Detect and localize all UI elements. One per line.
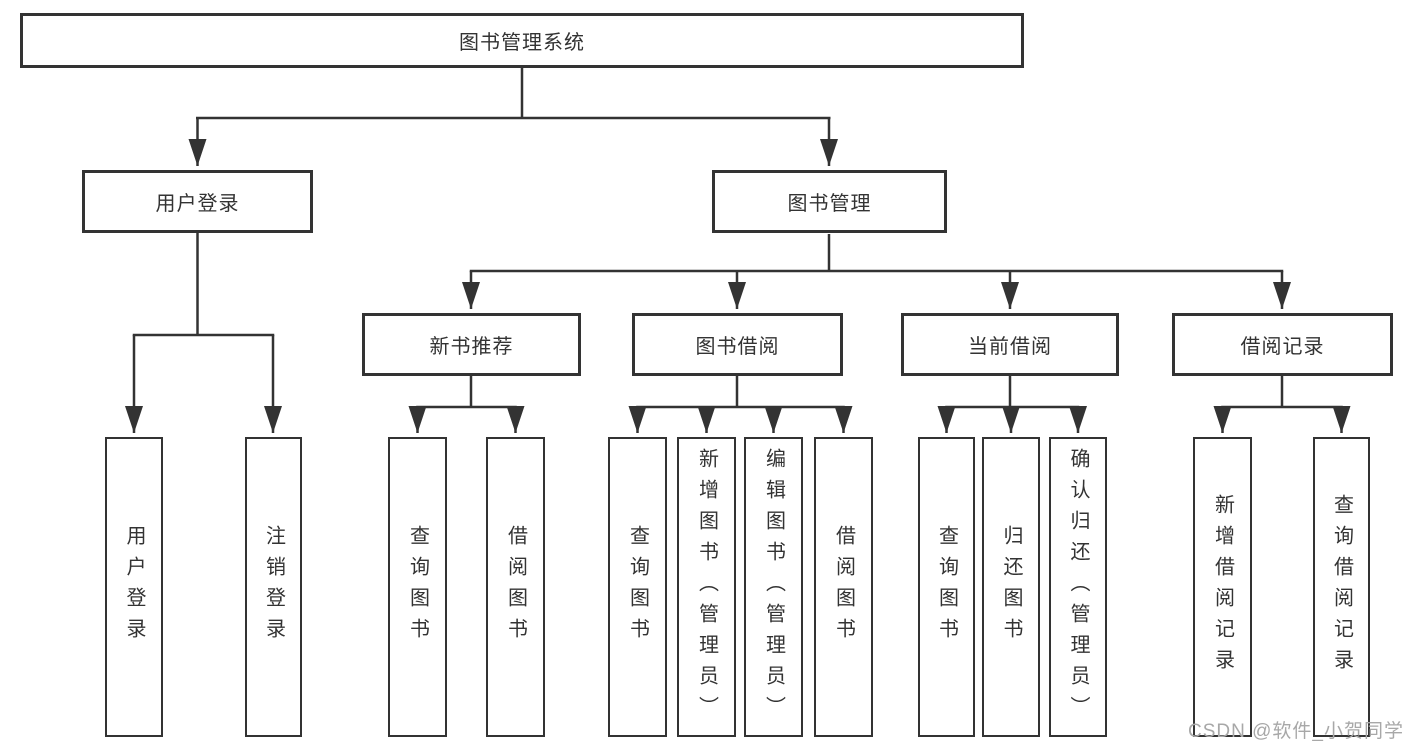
leaf-query-books-2: 查询图书	[608, 437, 667, 737]
leaf-query-books-3-label: 查询图书	[935, 525, 958, 649]
node-new-book-recommendation-label: 新书推荐	[429, 336, 514, 358]
leaf-user-login: 用户登录	[105, 437, 163, 737]
leaf-return-books: 归还图书	[982, 437, 1040, 737]
leaf-borrow-books-2: 借阅图书	[814, 437, 873, 737]
node-book-borrowing-label: 图书借阅	[695, 336, 780, 358]
node-user-login-label: 用户登录	[155, 193, 240, 215]
node-borrowing-records-label: 借阅记录	[1240, 336, 1325, 358]
leaf-query-books-2-label: 查询图书	[626, 525, 649, 649]
leaf-edit-books-admin-label: 编辑图书（管理员）	[762, 447, 785, 727]
node-root-library-management-system: 图书管理系统	[20, 13, 1024, 68]
csdn-watermark: CSDN @软件_小贺同学	[1188, 721, 1404, 742]
leaf-logout: 注销登录	[245, 437, 302, 737]
node-book-borrowing: 图书借阅	[632, 313, 843, 376]
node-borrowing-records: 借阅记录	[1172, 313, 1393, 376]
leaf-add-books-admin: 新增图书（管理员）	[677, 437, 736, 737]
leaf-logout-label: 注销登录	[262, 525, 285, 649]
leaf-borrow-books-1-label: 借阅图书	[504, 525, 527, 649]
node-root-label: 图书管理系统	[459, 32, 585, 54]
node-current-borrowing: 当前借阅	[901, 313, 1119, 376]
leaf-query-books-3: 查询图书	[918, 437, 975, 737]
leaf-borrow-books-1: 借阅图书	[486, 437, 545, 737]
leaf-query-borrow-record-label: 查询借阅记录	[1330, 494, 1353, 680]
leaf-confirm-return-admin: 确认归还（管理员）	[1049, 437, 1107, 737]
leaf-query-borrow-record: 查询借阅记录	[1313, 437, 1370, 737]
leaf-edit-books-admin: 编辑图书（管理员）	[744, 437, 803, 737]
leaf-confirm-return-admin-label: 确认归还（管理员）	[1067, 447, 1089, 727]
node-current-borrowing-label: 当前借阅	[968, 336, 1052, 358]
node-user-login: 用户登录	[82, 170, 313, 233]
leaf-add-borrow-record: 新增借阅记录	[1193, 437, 1252, 737]
node-book-management: 图书管理	[712, 170, 947, 233]
leaf-query-books-1-label: 查询图书	[406, 525, 429, 649]
leaf-add-books-admin-label: 新增图书（管理员）	[695, 447, 718, 727]
node-new-book-recommendation: 新书推荐	[362, 313, 581, 376]
leaf-return-books-label: 归还图书	[1000, 525, 1022, 649]
leaf-query-books-1: 查询图书	[388, 437, 447, 737]
leaf-add-borrow-record-label: 新增借阅记录	[1211, 494, 1234, 680]
node-book-management-label: 图书管理	[787, 193, 872, 215]
leaf-borrow-books-2-label: 借阅图书	[832, 525, 855, 649]
leaf-user-login-label: 用户登录	[123, 525, 145, 649]
